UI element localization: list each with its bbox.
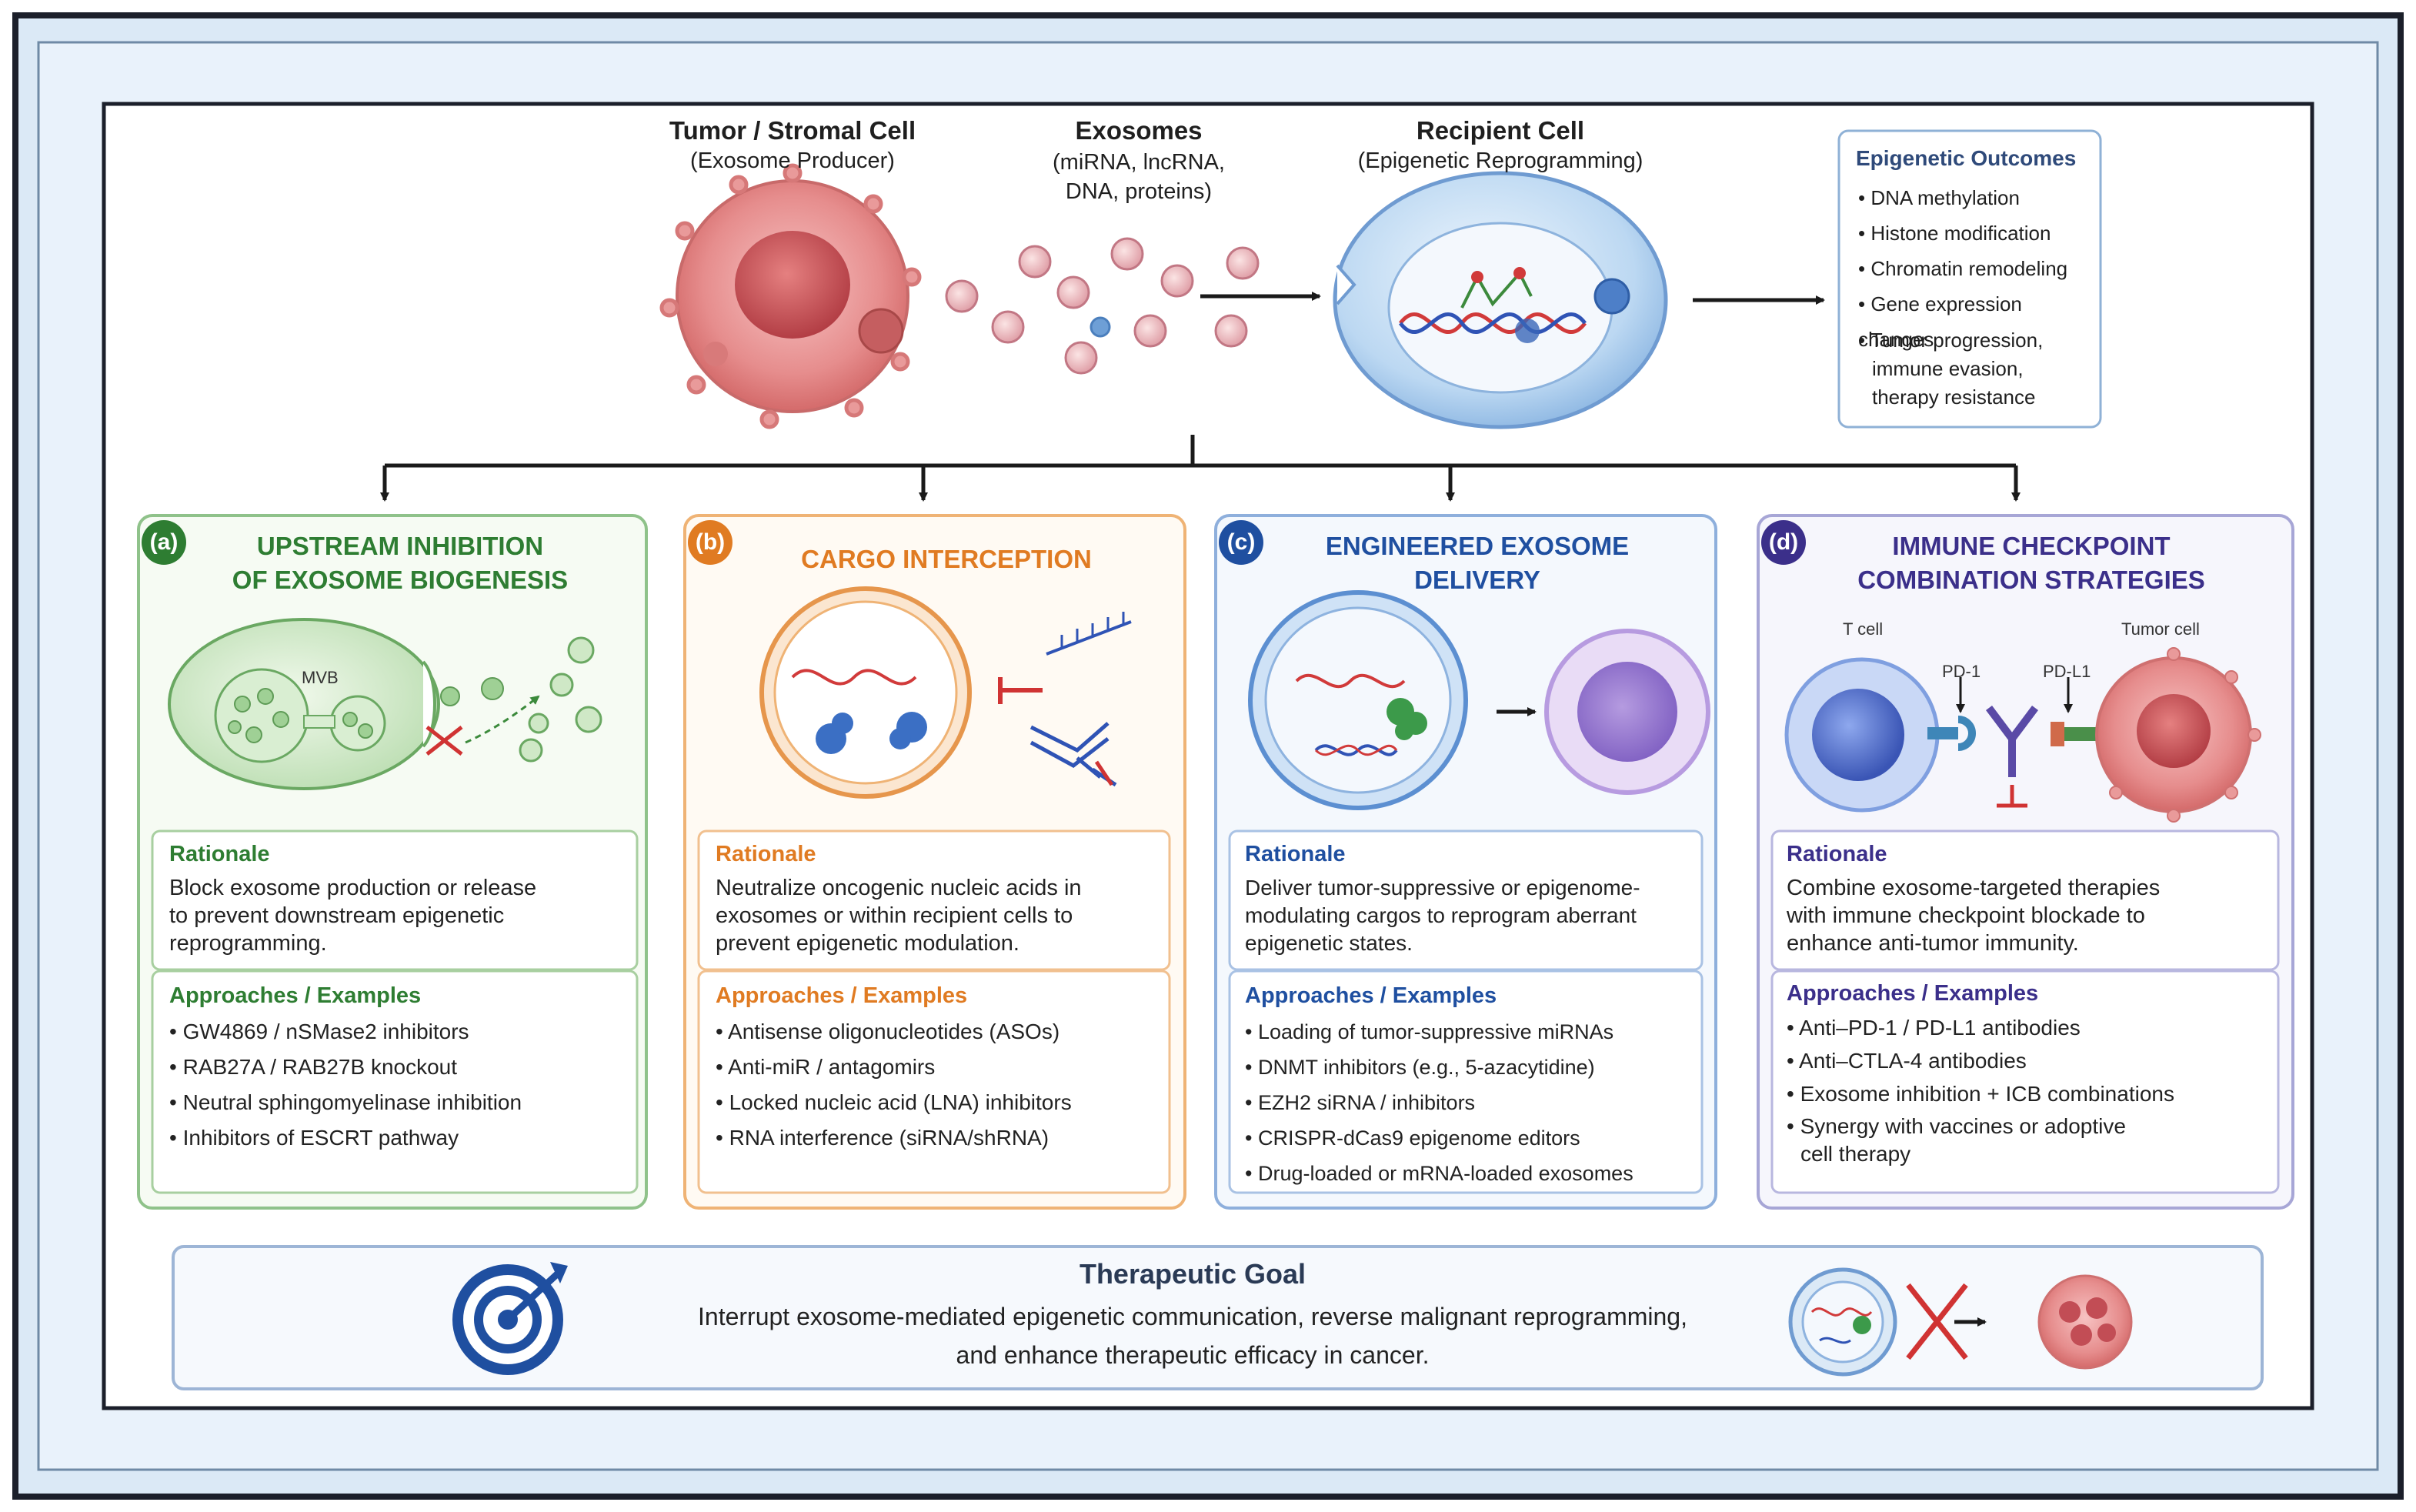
approach-item: Antisense oligonucleotides (ASOs) — [716, 1014, 1170, 1050]
approach-item: DNMT inhibitors (e.g., 5-azacytidine) — [1245, 1050, 1707, 1085]
panel-d-approaches-list: Anti–PD-1 / PD-L1 antibodies Anti–CTLA-4… — [1787, 1011, 2271, 1110]
panel-a-approaches-label: Approaches / Examples — [169, 983, 422, 1008]
panel-c-rationale-box — [1228, 829, 1704, 971]
panel-a-rationale-label: Rationale — [169, 842, 270, 866]
checkpoint-illustration — [1784, 647, 2261, 823]
panel-c-approaches-label: Approaches / Examples — [1245, 983, 1497, 1008]
pd1-label: PD-1 — [1942, 662, 1981, 681]
exosomes-title: Exosomes — [1075, 116, 1203, 145]
panel-c-badge: (c) — [1219, 520, 1263, 565]
panel-c-approaches-list: Loading of tumor-suppressive miRNAs DNMT… — [1245, 1014, 1707, 1191]
panel-b-badge: (b) — [688, 520, 732, 565]
target-icon — [452, 1262, 568, 1375]
recipient-subtitle: (Epigenetic Reprogramming) — [1357, 149, 1643, 173]
approach-item: Anti-miR / antagomirs — [716, 1050, 1170, 1085]
goal-box — [172, 1245, 2264, 1390]
approach-item: Locked nucleic acid (LNA) inhibitors — [716, 1085, 1170, 1120]
approach-item: Exosome inhibition + ICB combinations — [1787, 1077, 2271, 1110]
engineered-exosome-illustration — [1248, 590, 1710, 810]
approach-item: Anti–CTLA-4 antibodies — [1787, 1044, 2271, 1077]
panel-d-rationale-label: Rationale — [1787, 842, 1887, 866]
pdl1-label: PD-L1 — [2043, 662, 2091, 681]
approach-item: EZH2 siRNA / inhibitors — [1245, 1085, 1707, 1120]
blocked-exosome-icon — [1788, 1267, 2133, 1377]
recipient-cell — [1333, 171, 1668, 429]
panel-b-rationale-box — [697, 829, 1171, 971]
tumor-producer-cell — [659, 163, 922, 429]
exosome-vesicles — [945, 237, 1260, 375]
producer-subtitle: (Exosome Producer) — [690, 149, 895, 173]
panel-c-title-1: ENGINEERED EXOSOME — [1325, 532, 1630, 560]
approach-item: GW4869 / nSMase2 inhibitors — [169, 1014, 631, 1050]
panel-a-title-1: UPSTREAM INHIBITION — [256, 532, 544, 560]
panel-a-approaches-list: GW4869 / nSMase2 inhibitors RAB27A / RAB… — [169, 1014, 631, 1156]
outcome-item: Chromatin remodeling — [1858, 251, 2097, 286]
approach-item: RNA interference (siRNA/shRNA) — [716, 1120, 1170, 1156]
approach-item: CRISPR-dCas9 epigenome editors — [1245, 1120, 1707, 1156]
panel-d-rationale-box — [1770, 829, 2280, 971]
approach-item: Anti–PD-1 / PD-L1 antibodies — [1787, 1011, 2271, 1044]
mvb-illustration — [168, 618, 602, 790]
t-cell-label: T cell — [1843, 619, 1884, 639]
approach-item: Neutral sphingomyelinase inhibition — [169, 1085, 631, 1120]
mvb-label: MVB — [302, 668, 339, 687]
panel-b-rationale-label: Rationale — [716, 842, 816, 866]
panel-b-approaches-label: Approaches / Examples — [716, 983, 968, 1008]
exosomes-subtitle-2: DNA, proteins) — [1065, 179, 1213, 204]
approach-item: Loading of tumor-suppressive miRNAs — [1245, 1014, 1707, 1050]
approach-item-last: • Synergy with vaccines or adoptive cell… — [1787, 1114, 2126, 1166]
panel-a-title-2: OF EXOSOME BIOGENESIS — [232, 566, 569, 594]
recipient-title: Recipient Cell — [1416, 116, 1585, 145]
outcome-item: Gene expression changes — [1858, 286, 2097, 357]
panel-a-rationale-box — [151, 829, 639, 971]
panel-c-title-2: DELIVERY — [1414, 566, 1540, 594]
goal-title: Therapeutic Goal — [1079, 1258, 1306, 1290]
outcome-item: Histone modification — [1858, 215, 2097, 251]
panel-d-badge: (d) — [1761, 520, 1806, 565]
outcome-item-last: • Tumor progression, immune evasion, the… — [1858, 329, 2044, 409]
panel-b-title: CARGO INTERCEPTION — [801, 545, 1092, 573]
panel-a-badge: (a) — [142, 520, 186, 565]
outcome-item: DNA methylation — [1858, 180, 2097, 215]
approach-item: Inhibitors of ESCRT pathway — [169, 1120, 631, 1156]
panel-d-title-2: COMBINATION STRATEGIES — [1857, 566, 2205, 594]
goal-line-1: Interrupt exosome-mediated epigenetic co… — [698, 1303, 1687, 1330]
panel-c-rationale-label: Rationale — [1245, 842, 1346, 866]
exosomes-subtitle-1: (miRNA, lncRNA, — [1053, 150, 1225, 175]
approach-item: RAB27A / RAB27B knockout — [169, 1050, 631, 1085]
branch-connectors — [380, 435, 2021, 502]
producer-title: Tumor / Stromal Cell — [669, 116, 916, 145]
panel-c-rationale-text: Deliver tumor-suppressive or epigenome-m… — [1245, 876, 1640, 955]
outcomes-title: Epigenetic Outcomes — [1856, 146, 2077, 170]
goal-line-2: and enhance therapeutic efficacy in canc… — [956, 1341, 1430, 1369]
panel-b-approaches-list: Antisense oligonucleotides (ASOs) Anti-m… — [716, 1014, 1170, 1156]
outcomes-list: DNA methylation Histone modification Chr… — [1858, 180, 2097, 357]
panel-d-approaches-label: Approaches / Examples — [1787, 981, 2039, 1006]
panel-d-title-1: IMMUNE CHECKPOINT — [1892, 532, 2171, 560]
tumor-cell-label: Tumor cell — [2121, 619, 2200, 639]
cargo-illustration — [759, 586, 1132, 799]
approach-item: Drug-loaded or mRNA-loaded exosomes — [1245, 1156, 1707, 1191]
